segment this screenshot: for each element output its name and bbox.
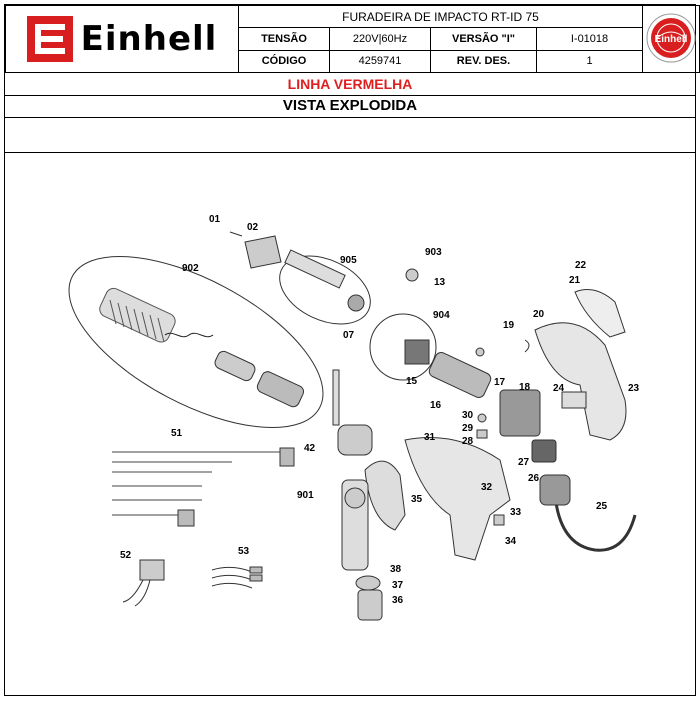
part-label-22: 22: [575, 260, 587, 271]
part-label-33: 33: [510, 507, 522, 518]
part-label-20: 20: [533, 309, 545, 320]
part-label-901: 901: [297, 490, 314, 501]
part-label-902: 902: [182, 263, 199, 274]
view-title: VISTA EXPLODIDA: [5, 95, 695, 118]
part-label-01: 01: [209, 214, 221, 225]
part-label-07: 07: [343, 330, 355, 341]
part-label-25: 25: [596, 501, 608, 512]
header-table: Einhell FURADEIRA DE IMPACTO RT-ID 75 Ei…: [5, 4, 700, 74]
part-label-32: 32: [481, 482, 493, 493]
rev-label: REV. DES.: [430, 49, 537, 74]
part-label-23: 23: [628, 383, 640, 394]
part-label-02: 02: [247, 222, 259, 233]
part-label-19: 19: [503, 320, 515, 331]
part-label-24: 24: [553, 383, 565, 394]
part-label-36: 36: [392, 595, 404, 606]
group-905-outline: [279, 255, 371, 325]
part-label-51: 51: [171, 428, 183, 439]
part-label-15: 15: [406, 376, 418, 387]
line-title: LINHA VERMELHA: [5, 72, 695, 96]
part-label-30: 30: [462, 410, 474, 421]
version-value: I-01018: [536, 27, 643, 51]
part-label-27: 27: [518, 457, 530, 468]
part-label-21: 21: [569, 275, 581, 286]
group-904-outline: [369, 313, 437, 381]
part-label-904: 904: [433, 310, 450, 321]
part-label-26: 26: [528, 473, 540, 484]
brand-name: Einhell: [80, 19, 218, 59]
code-label: CÓDIGO: [238, 49, 330, 74]
brand-logo: Einhell: [5, 5, 239, 73]
part-label-37: 37: [392, 580, 404, 591]
part-label-28: 28: [462, 436, 474, 447]
part-label-31: 31: [424, 432, 436, 443]
part-label-16: 16: [430, 400, 442, 411]
blank-row: [5, 118, 695, 153]
badge-icon: Einhell: [646, 13, 696, 62]
page-frame: [4, 4, 696, 696]
part-label-34: 34: [505, 536, 517, 547]
part-label-29: 29: [462, 423, 474, 434]
group-902-outline: [68, 255, 324, 429]
rev-value: 1: [536, 49, 643, 74]
part-label-13: 13: [434, 277, 446, 288]
part-label-18: 18: [519, 382, 531, 393]
part-label-903: 903: [425, 247, 442, 258]
part-label-17: 17: [494, 377, 506, 388]
part-label-38: 38: [390, 564, 402, 575]
badge-brand: Einhell: [655, 34, 688, 45]
part-label-35: 35: [411, 494, 423, 505]
part-label-52: 52: [120, 550, 132, 561]
einhell-logo-icon: [26, 16, 73, 62]
code-value: 4259741: [329, 49, 431, 74]
quality-badge: Einhell: [642, 5, 700, 73]
part-label-53: 53: [238, 546, 250, 557]
part-label-905: 905: [340, 255, 357, 266]
part-label-42: 42: [304, 443, 316, 454]
